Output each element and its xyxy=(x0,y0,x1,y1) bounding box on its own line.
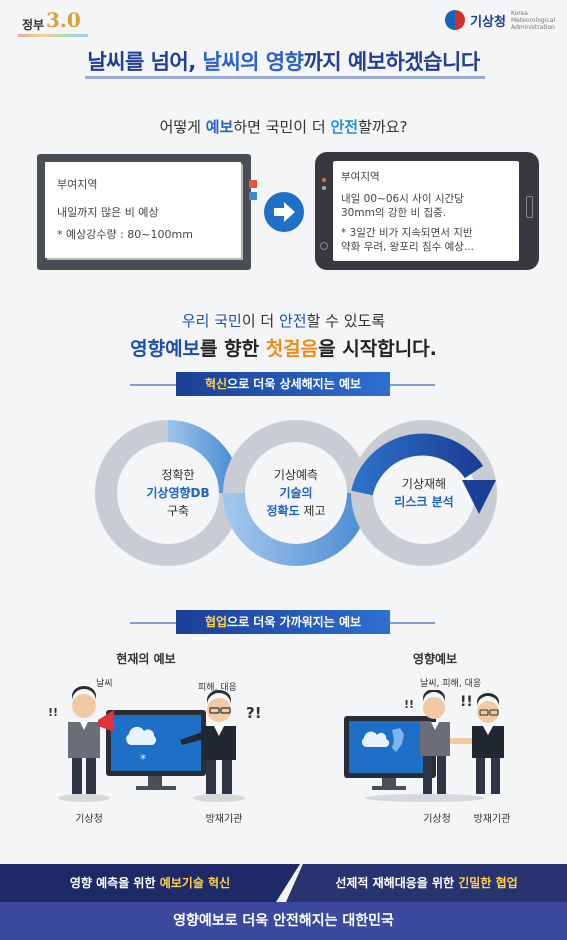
logo-num-text: 3.0 xyxy=(46,8,81,32)
current-forecast-scene: * xyxy=(58,686,245,802)
ring-3-arc xyxy=(351,433,484,496)
after-region: 부여지역 xyxy=(341,171,380,183)
footer-slogan: 영향예보로 더욱 안전해지는 대한민국 xyxy=(0,902,567,940)
exclaim-left: !! xyxy=(48,706,59,719)
before-region: 부여지역 xyxy=(57,178,98,191)
circle-label-1: 정확한 기상영향DB 구축 xyxy=(146,468,210,518)
label-agency-impact: 방재기관 xyxy=(473,814,511,825)
page-headline: 날씨를 넘어, 날씨의 영향까지 예보하겠습니다 xyxy=(87,50,480,74)
korea-map-icon xyxy=(392,728,404,752)
headline-underline xyxy=(85,76,485,79)
forecast-paper: 부여지역 내일까지 많은 비 예상 * 예상강수량 : 80~100mm xyxy=(45,162,241,258)
svg-text:*: * xyxy=(140,752,146,766)
mid-statement-line-2: 영향예보를 향한 첫걸음을 시작합니다. xyxy=(130,338,437,360)
kma-logo: 기상청 Korea Meteorological Administration xyxy=(445,8,555,32)
footer-innovation: 영향 예측을 위한 예보기술 혁신 xyxy=(0,864,300,902)
exclaim-impact-2: !! xyxy=(460,694,473,710)
exclaim-impact-1: !! xyxy=(404,698,415,711)
phone-screen: 부여지역 내일 00~06시 사이 시간당 30mm의 강한 비 집중. * 3… xyxy=(333,161,519,261)
innovation-ribbon: 혁신으로 더욱 상세해지는 예보 xyxy=(176,372,390,396)
megaphone-icon xyxy=(98,710,114,732)
footer-collaboration: 선제적 재해대응을 위한 긴밀한 협업 xyxy=(286,864,567,902)
logo-color-strip xyxy=(18,34,88,37)
right-arrow-icon xyxy=(264,192,304,232)
collaboration-ribbon: 협업으로 더욱 가까워지는 예보 xyxy=(176,610,390,634)
kma-logo-text: 기상청 xyxy=(470,14,506,30)
phone-camera-dot xyxy=(322,178,326,182)
bubble-impact: 날씨, 피해, 대응 xyxy=(420,679,482,689)
phone-side-button xyxy=(526,196,533,218)
circle-label-2: 기상예측 기술의 정확도 제고 xyxy=(266,468,326,518)
handshake-icon xyxy=(450,738,472,744)
card-tab-orange xyxy=(249,180,257,188)
phone-sensor-dot xyxy=(322,186,326,190)
question-exclaim: ?! xyxy=(246,704,262,722)
bubble-weather: 날씨 xyxy=(96,679,113,689)
after-line-3: * 3일간 비가 지속되면서 지반 xyxy=(341,227,473,239)
ring-3-arrowhead xyxy=(462,480,496,514)
circle-label-3: 기상재해 리스크 분석 xyxy=(394,477,454,509)
impact-forecast-title: 영향예보 xyxy=(412,652,458,666)
before-line-2: * 예상강수량 : 80~100mm xyxy=(57,228,193,241)
current-forecast-card: 부여지역 내일까지 많은 비 예상 * 예상강수량 : 80~100mm xyxy=(37,154,257,270)
after-line-2: 30mm의 강한 비 집중. xyxy=(341,207,447,219)
before-line-1: 내일까지 많은 비 예상 xyxy=(57,206,159,219)
kma-logo-sub: Korea Meteorological Administration xyxy=(510,9,555,31)
taeguk-mark-icon xyxy=(445,10,466,30)
mid-statement-line-1: 우리 국민이 더 안전할 수 있도록 xyxy=(181,312,386,330)
impact-forecast-scene xyxy=(344,690,504,802)
logo-gov-text: 정부 xyxy=(22,18,45,32)
label-kma-current: 기상청 xyxy=(75,814,103,825)
innovation-rings xyxy=(95,420,497,566)
ring-2-arc xyxy=(223,492,369,566)
after-line-1: 내일 00~06시 사이 시간당 xyxy=(341,193,464,205)
label-agency-current: 방재기관 xyxy=(205,814,243,825)
label-kma-impact: 기상청 xyxy=(423,814,451,825)
question-text: 어떻게 예보하면 국민이 더 안전할까요? xyxy=(159,118,408,136)
impact-forecast-phone: 부여지역 내일 00~06시 사이 시간당 30mm의 강한 비 집중. * 3… xyxy=(315,152,539,270)
current-forecast-title: 현재의 예보 xyxy=(116,652,176,666)
card-tab-blue xyxy=(249,192,257,200)
government-3-logo: 정부 3.0 xyxy=(10,6,90,40)
after-line-4: 약화 우려, 왕포리 침수 예상... xyxy=(341,241,474,253)
bubble-response: 피해, 대응 xyxy=(198,683,237,693)
phone-home-button xyxy=(320,242,328,250)
